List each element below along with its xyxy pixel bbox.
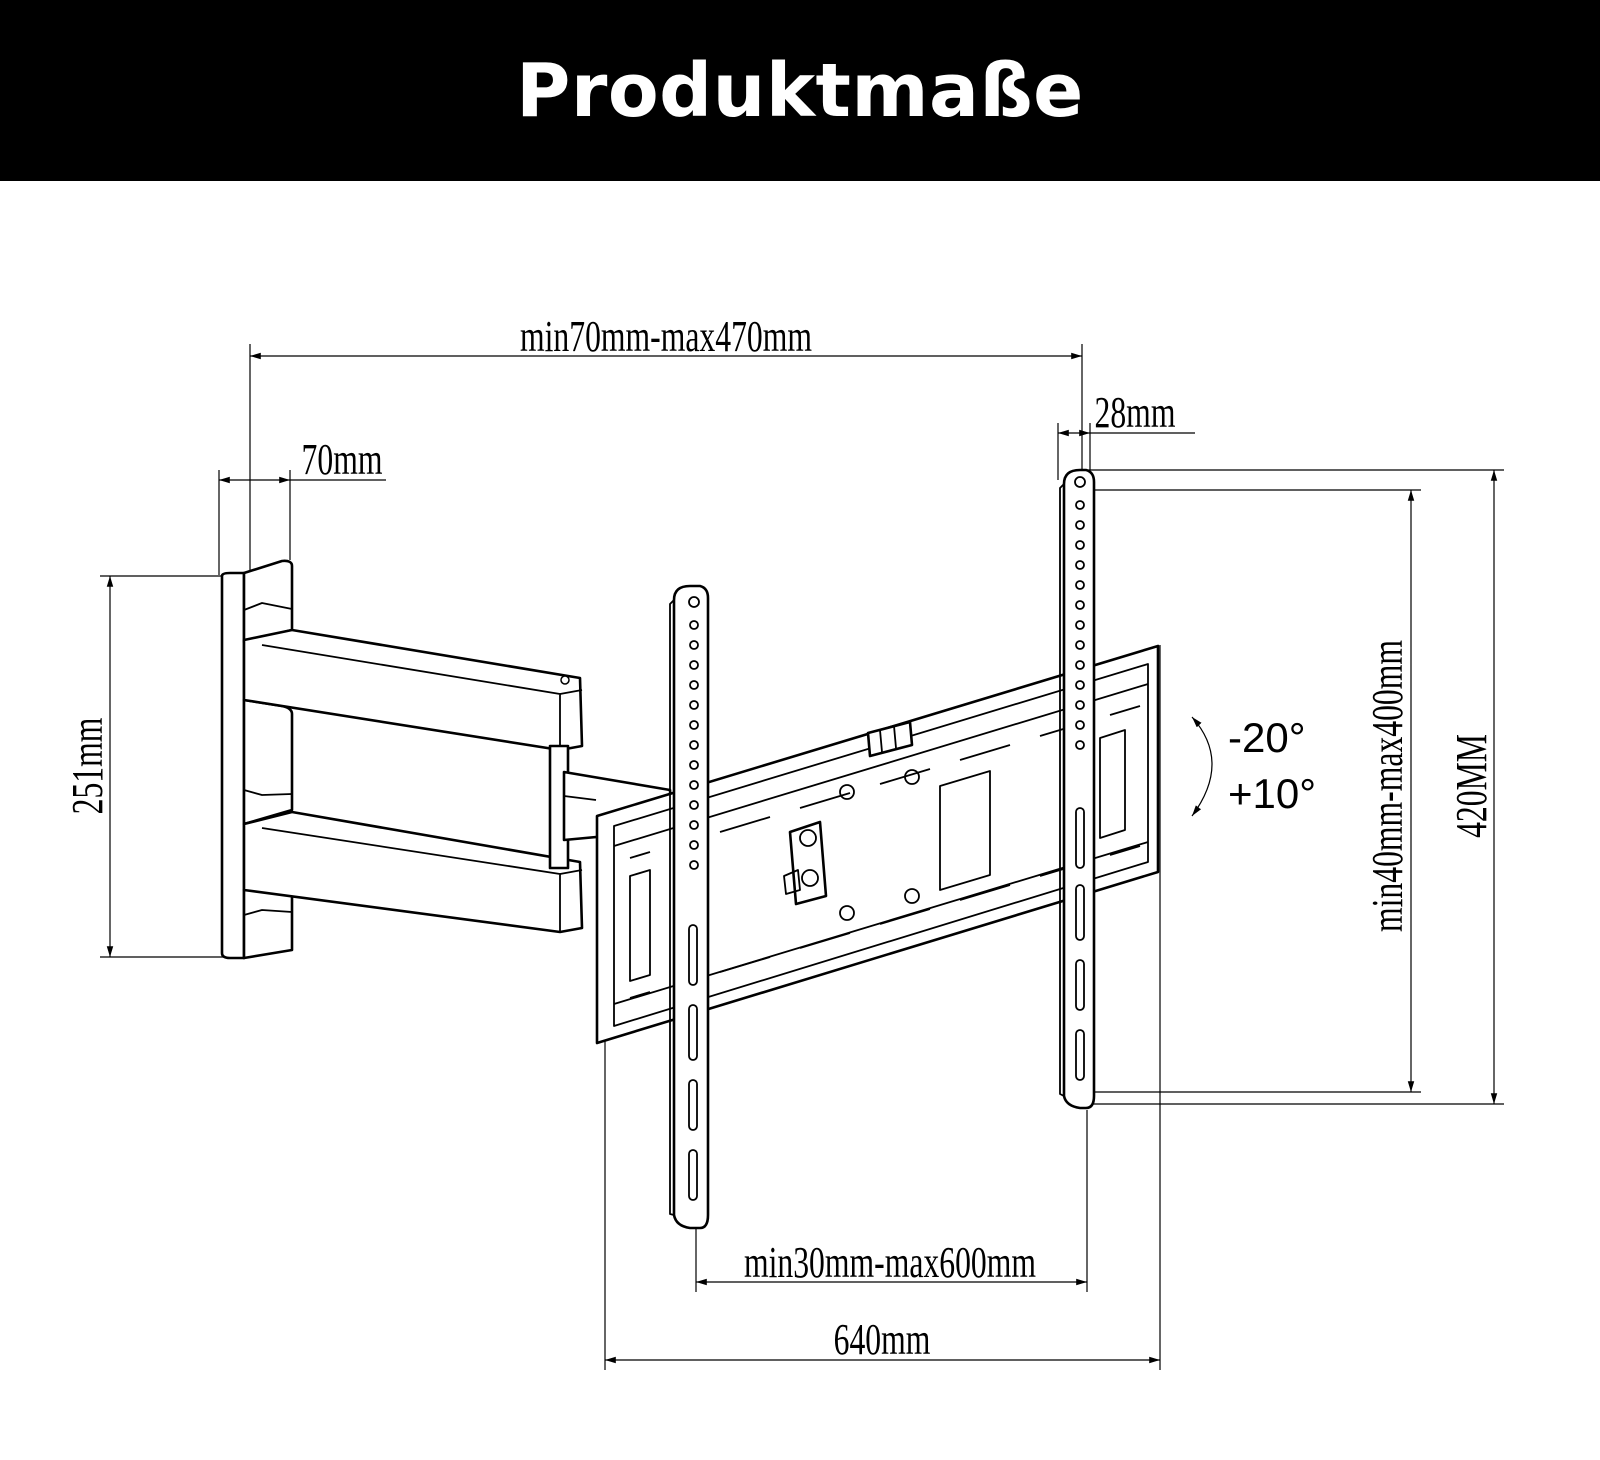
- left-vesa-bracket: [669, 584, 710, 1230]
- tv-plate: [595, 644, 1160, 1045]
- dim-extension-label: min70mm-max470mm: [520, 313, 812, 361]
- dim-arm-height: 420MM: [1082, 469, 1504, 1105]
- tilt-down-label: +10°: [1228, 770, 1316, 817]
- dim-extension: min70mm-max470mm: [249, 313, 1083, 580]
- wall-plate: [220, 559, 294, 960]
- dim-plate-depth-label: 28mm: [1095, 389, 1176, 437]
- dim-arm-height-label: 420MM: [1448, 734, 1496, 838]
- swing-arms: [242, 628, 674, 934]
- tilt-indicator: -20° +10°: [1191, 714, 1316, 817]
- dim-vesa-vertical-label: min40mm-max400mm: [1364, 640, 1412, 932]
- dim-vesa-horizontal: min30mm-max600mm: [695, 1110, 1088, 1292]
- right-bracket-holes: [1074, 476, 1086, 750]
- dim-plate-width-label: 640mm: [834, 1316, 931, 1364]
- tilt-up-label: -20°: [1228, 714, 1306, 761]
- title-banner: Produktmaße: [0, 0, 1600, 181]
- dim-vesa-horizontal-label: min30mm-max600mm: [744, 1239, 1036, 1287]
- dim-wall-height-label: 251mm: [64, 717, 112, 814]
- dim-wall-depth: 70mm: [218, 436, 386, 575]
- dim-plate-depth: 28mm: [1057, 389, 1195, 480]
- right-vesa-bracket: [1059, 468, 1096, 1110]
- dim-vesa-vertical: min40mm-max400mm: [1090, 489, 1421, 1093]
- page-title: Produktmaße: [516, 47, 1084, 134]
- left-bracket-holes: [688, 596, 700, 870]
- dim-wall-height: 251mm: [64, 575, 230, 958]
- dim-plate-width: 640mm: [604, 645, 1161, 1370]
- dim-wall-depth-label: 70mm: [302, 436, 383, 484]
